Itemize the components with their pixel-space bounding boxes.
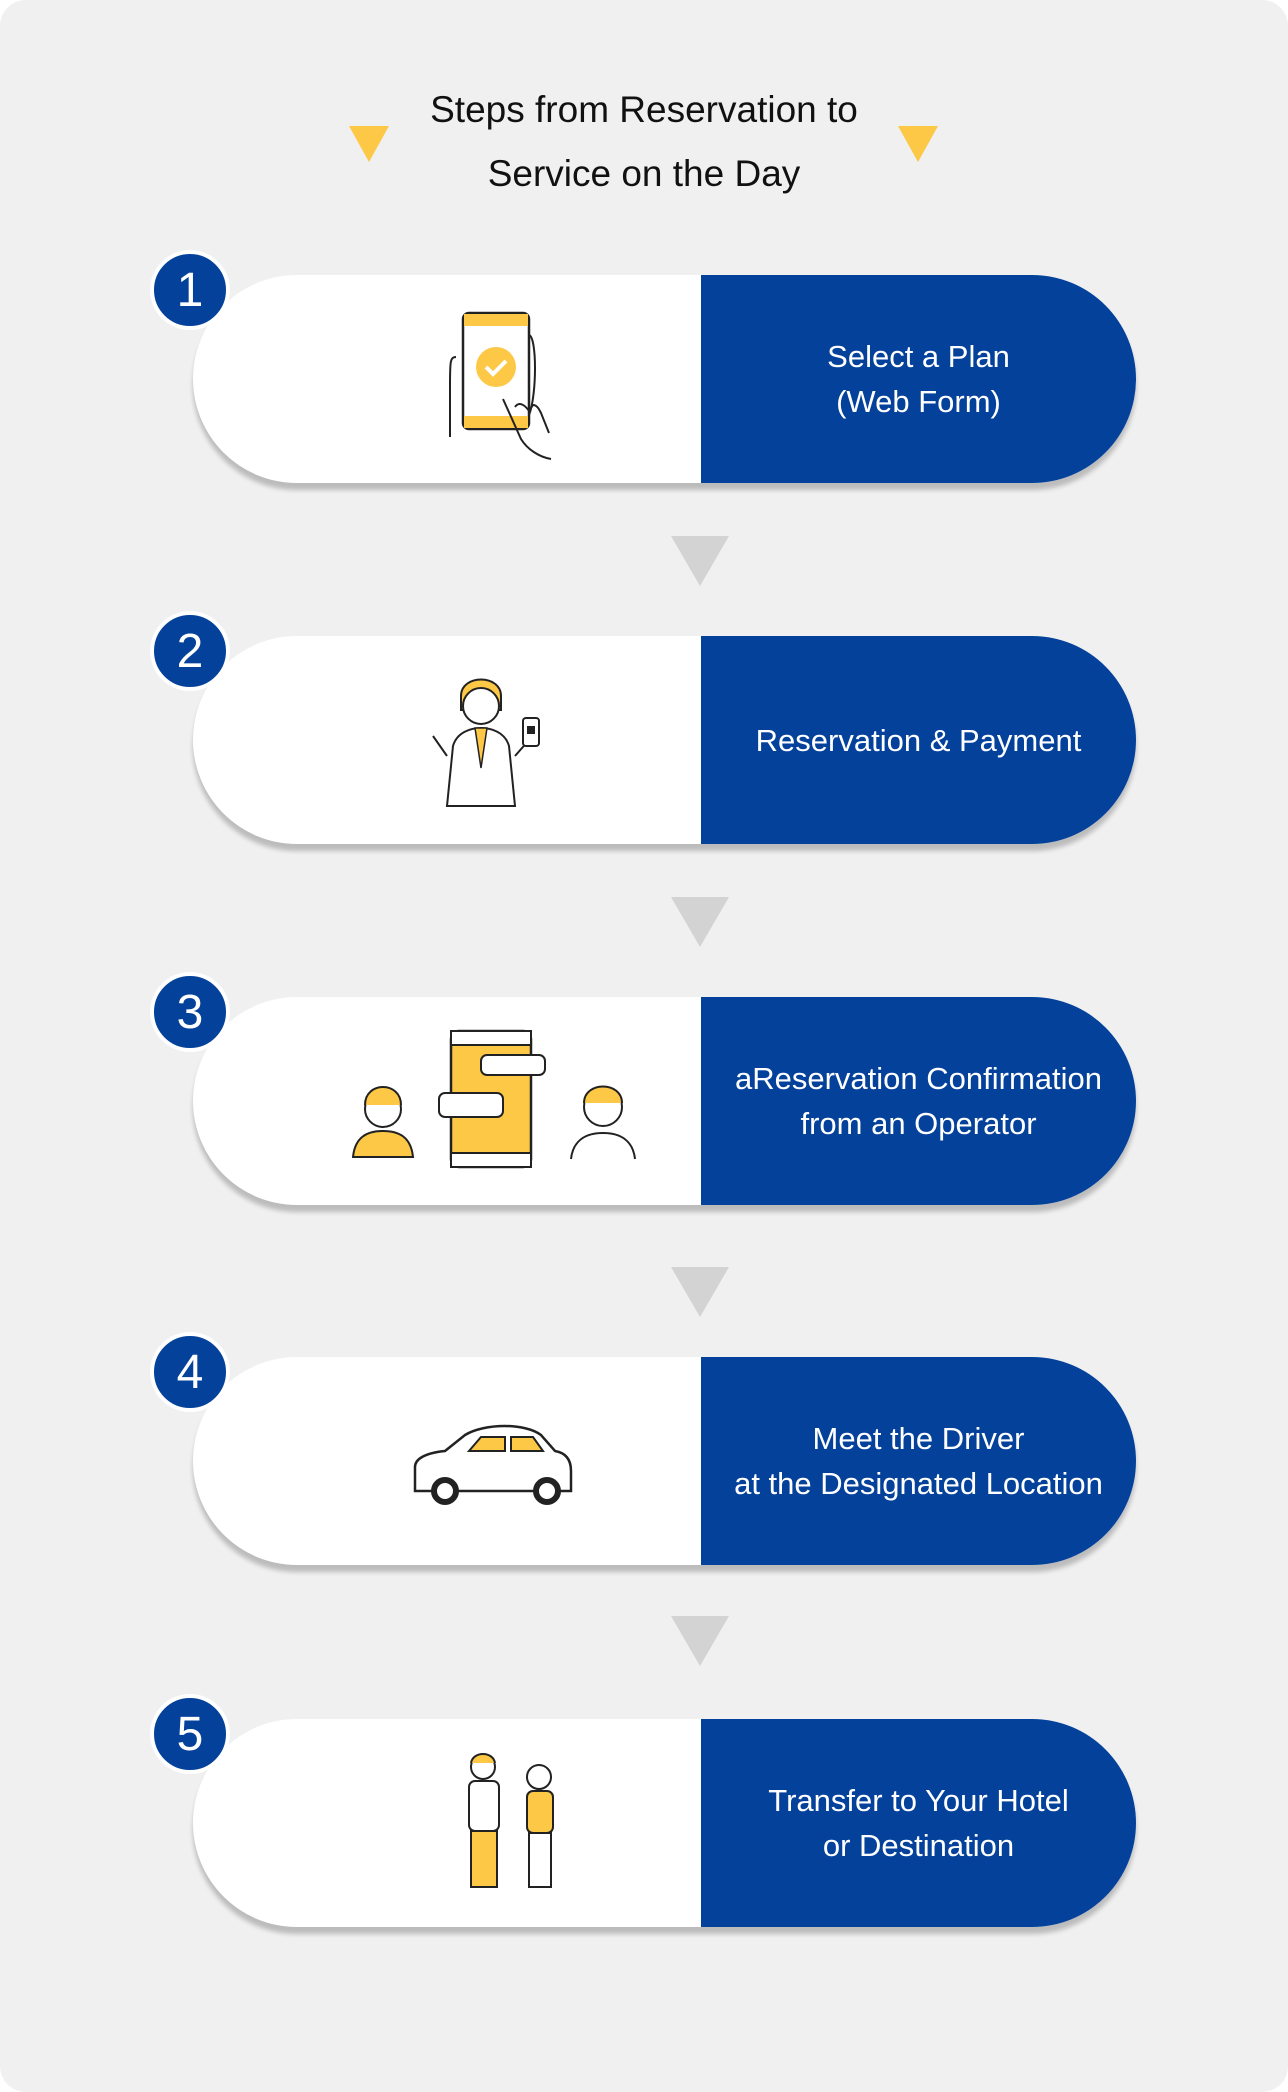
step-label-line-1: Meet the Driver bbox=[812, 1421, 1025, 1456]
smartphone-check-icon bbox=[449, 311, 552, 460]
step-label: Reservation & Payment bbox=[701, 636, 1136, 844]
step-label-line-1: Select a Plan bbox=[827, 339, 1010, 374]
step-label-line-2: or Destination bbox=[822, 1828, 1015, 1863]
step-label: Meet the Driver at the Designated Locatio… bbox=[701, 1357, 1136, 1565]
step-number-badge: 1 bbox=[150, 250, 230, 330]
step-card-5: Transfer to Your Hotel or Destination bbox=[193, 1719, 1136, 1927]
yellow-triangle-icon bbox=[898, 126, 938, 162]
step-card-3: aReservation Confirmation from an Operato… bbox=[193, 997, 1136, 1205]
down-arrow-icon bbox=[671, 536, 729, 586]
travelers-icon bbox=[468, 1753, 554, 1888]
step-label: Select a Plan (Web Form) bbox=[701, 275, 1136, 483]
car-icon bbox=[413, 1424, 573, 1505]
step-number-badge: 5 bbox=[150, 1694, 230, 1774]
title-line-2: Service on the Day bbox=[487, 153, 801, 194]
operator-chat-icon bbox=[351, 1029, 636, 1169]
page-title: Steps from Reservation to Service on the… bbox=[344, 78, 944, 206]
down-arrow-icon bbox=[671, 897, 729, 947]
step-label-line-1: Transfer to Your Hotel bbox=[768, 1783, 1069, 1818]
down-arrow-icon bbox=[671, 1616, 729, 1666]
down-arrow-icon bbox=[671, 1267, 729, 1317]
step-card-1: Select a Plan (Web Form) bbox=[193, 275, 1136, 483]
step-label-line-2: (Web Form) bbox=[836, 384, 1001, 419]
step-card-2: Reservation & Payment bbox=[193, 636, 1136, 844]
title-line-1: Steps from Reservation to bbox=[430, 89, 858, 130]
step-label: Transfer to Your Hotel or Destination bbox=[701, 1719, 1136, 1927]
step-label-line-2: from an Operator bbox=[800, 1106, 1037, 1141]
step-label-line-1: aReservation Confirmation bbox=[734, 1061, 1102, 1096]
step-label: aReservation Confirmation from an Operato… bbox=[701, 997, 1136, 1205]
step-number-badge: 2 bbox=[150, 611, 230, 691]
step-number-badge: 4 bbox=[150, 1332, 230, 1412]
step-number-badge: 3 bbox=[150, 972, 230, 1052]
staff-with-phone-icon bbox=[432, 678, 540, 807]
step-label-line-2: at the Designated Location bbox=[734, 1466, 1103, 1501]
step-card-4: Meet the Driver at the Designated Locatio… bbox=[193, 1357, 1136, 1565]
step-label-line-1: Reservation & Payment bbox=[755, 722, 1082, 758]
yellow-triangle-icon bbox=[349, 126, 389, 162]
